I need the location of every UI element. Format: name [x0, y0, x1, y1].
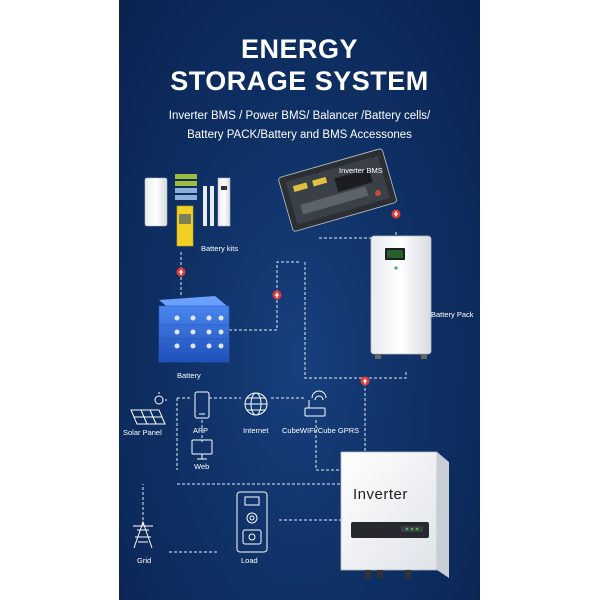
monitor-icon	[191, 439, 213, 460]
grid-tower-icon	[133, 520, 153, 549]
battery-cells-icon	[158, 296, 230, 363]
web-label: Web	[194, 462, 210, 471]
diagram-graphics	[130, 148, 449, 578]
title-line-2: STORAGE SYSTEM	[170, 66, 429, 96]
subtitle-line-1: Inverter BMS / Power BMS/ Balancer /Batt…	[168, 110, 431, 122]
battery-label: Battery	[177, 371, 201, 380]
arrow-up-icon	[360, 376, 370, 386]
subtitle-line-2: Battery PACK/Battery and BMS Accessones	[187, 129, 412, 141]
load-label: Load	[241, 556, 258, 565]
solar-panel-label: Solar Panel	[123, 428, 162, 437]
phone-icon	[194, 391, 210, 419]
battery-kits-icon	[144, 174, 231, 247]
solar-panel-icon	[130, 392, 167, 425]
title-line-1: ENERGY	[240, 34, 359, 64]
diagram-panel: ENERGY STORAGE SYSTEM Inverter BMS / Pow…	[119, 0, 480, 600]
connector-bms-pack-bottom	[304, 262, 407, 379]
connector-battery-bms	[229, 261, 299, 331]
inverter-icon	[340, 451, 449, 578]
internet-label: Internet	[243, 426, 269, 435]
inverter-label: Inverter	[353, 486, 408, 503]
cube-label: CubeWIFI/Cube GPRS	[282, 426, 360, 435]
arrow-down-icon	[391, 209, 401, 219]
wifi-router-icon	[304, 390, 327, 417]
grid-label: Grid	[137, 556, 152, 565]
load-meter-icon	[236, 491, 268, 553]
inverter-bms-label: Inverter BMS	[339, 166, 383, 175]
battery-pack-label: Battery Pack	[431, 310, 474, 319]
connector-cube-inverter	[315, 420, 349, 471]
inverter-bms-board-icon	[278, 148, 397, 232]
globe-icon	[244, 392, 268, 416]
arrow-up-icon	[272, 290, 282, 300]
battery-kits-label: Battery kits	[201, 244, 239, 253]
app-label: APP	[193, 426, 209, 435]
arrow-up-icon	[176, 267, 186, 277]
battery-pack-cabinet-icon	[370, 235, 432, 359]
